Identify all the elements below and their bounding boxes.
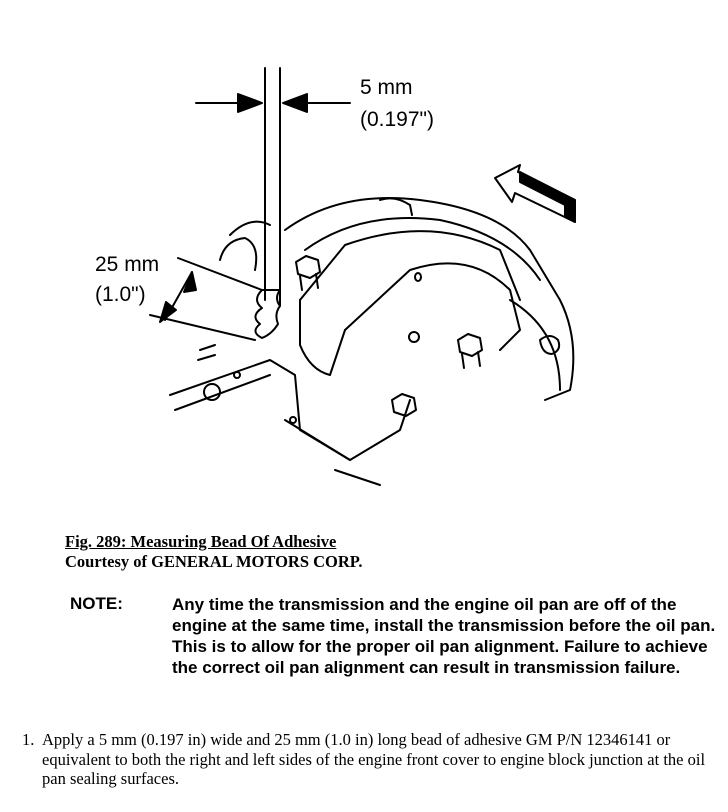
- engine-drawing: [149, 67, 576, 486]
- figure-caption-courtesy: Courtesy of GENERAL MOTORS CORP.: [65, 552, 363, 571]
- step-text: Apply a 5 mm (0.197 in) wide and 25 mm (…: [42, 730, 706, 788]
- bolt-icon: [295, 255, 321, 291]
- width-label: 5 mm: [360, 76, 413, 99]
- length-label: 25 mm: [95, 253, 160, 276]
- note-text: Any time the transmission and the engine…: [172, 595, 716, 677]
- length-label-imperial: (1.0"): [95, 283, 146, 306]
- engine-illustration: 5 mm (0.197") 25 mm (1.0"): [95, 67, 576, 486]
- width-label-imperial: (0.197"): [360, 108, 434, 131]
- length-dimension-arrows: [149, 257, 263, 341]
- step-number: 1.: [22, 730, 35, 749]
- width-dimension-arrows: [195, 93, 351, 113]
- note-label: NOTE:: [70, 594, 123, 613]
- bolt-icon: [391, 393, 417, 417]
- figure-caption-title: Fig. 289: Measuring Bead Of Adhesive: [65, 532, 337, 551]
- direction-arrow-icon: [494, 164, 576, 223]
- bolt-icon: [457, 333, 483, 369]
